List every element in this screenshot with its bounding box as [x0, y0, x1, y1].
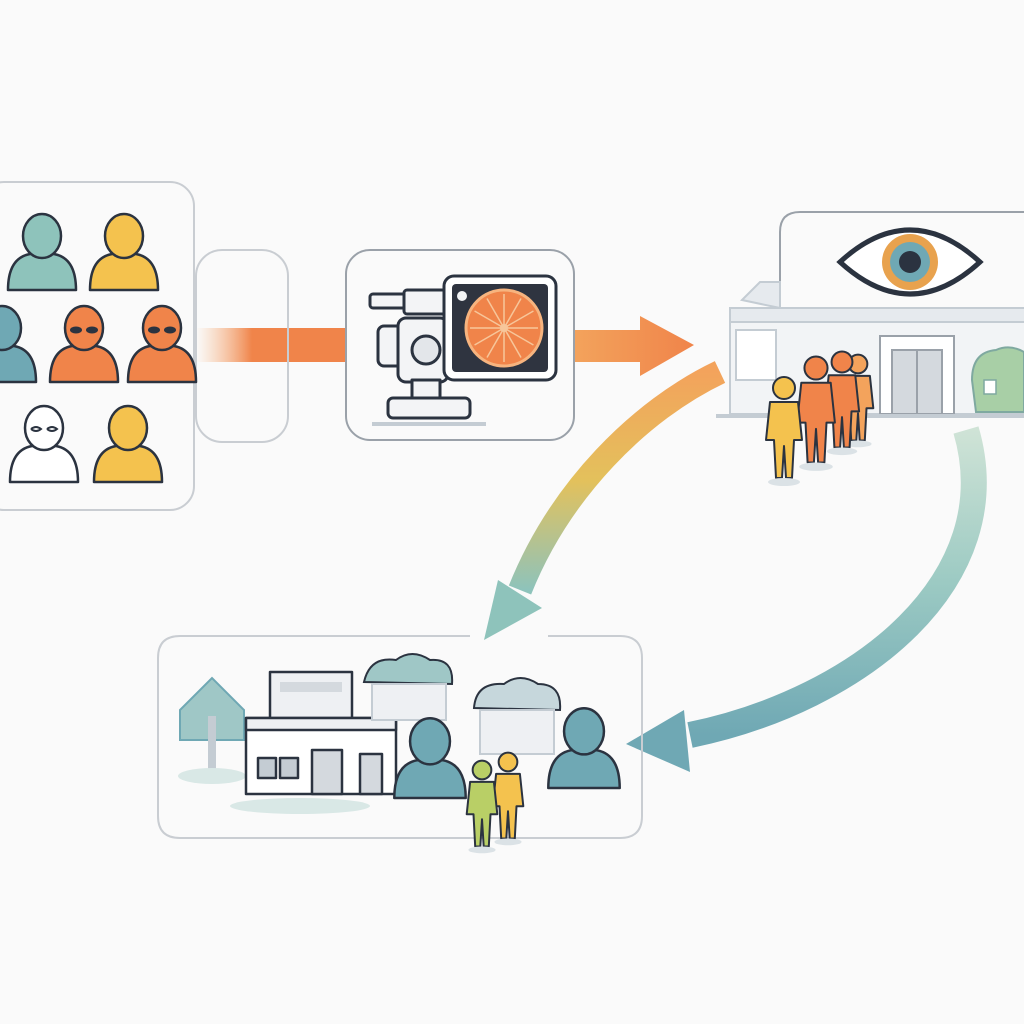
- person-icon: [393, 716, 467, 800]
- camera-icon: [368, 288, 486, 426]
- screening-center-panel: [716, 211, 1024, 486]
- edge-center-to-community-left: [484, 361, 726, 640]
- eye-icon: [836, 227, 984, 297]
- person-icon: [8, 404, 80, 484]
- edge-center-to-community-right: [626, 426, 987, 772]
- person-icon: [92, 404, 164, 484]
- imaging-device-panel: [345, 249, 575, 441]
- edge-population-to-device: [196, 328, 356, 362]
- scan-spoke: [503, 327, 522, 358]
- house-icon: [362, 653, 562, 755]
- building-icon: [230, 670, 398, 814]
- scan-spoke: [503, 327, 534, 346]
- person-icon: [765, 376, 803, 486]
- person-icon: [6, 212, 78, 292]
- tree-icon: [178, 676, 246, 784]
- person-icon: [88, 212, 160, 292]
- population-panel: [0, 181, 289, 511]
- arrowhead-icon: [484, 580, 542, 640]
- scan-screen-icon: [442, 274, 558, 382]
- person-icon: [0, 304, 38, 384]
- scan-spoke: [503, 298, 522, 329]
- person-icon: [491, 751, 525, 846]
- scan-spoke: [474, 327, 505, 346]
- house-icon: [970, 346, 1024, 413]
- person-icon: [547, 706, 621, 790]
- scan-spoke: [486, 298, 505, 329]
- scan-spoke: [486, 327, 505, 358]
- person-icon: [126, 304, 198, 384]
- scan-spoke: [474, 310, 505, 329]
- person-icon: [796, 355, 836, 471]
- community-panel: [157, 635, 643, 854]
- edge-device-to-center: [574, 316, 694, 376]
- arrowhead-icon: [626, 710, 690, 772]
- scan-spoke: [503, 310, 534, 329]
- person-icon: [465, 759, 499, 854]
- person-icon: [48, 304, 120, 384]
